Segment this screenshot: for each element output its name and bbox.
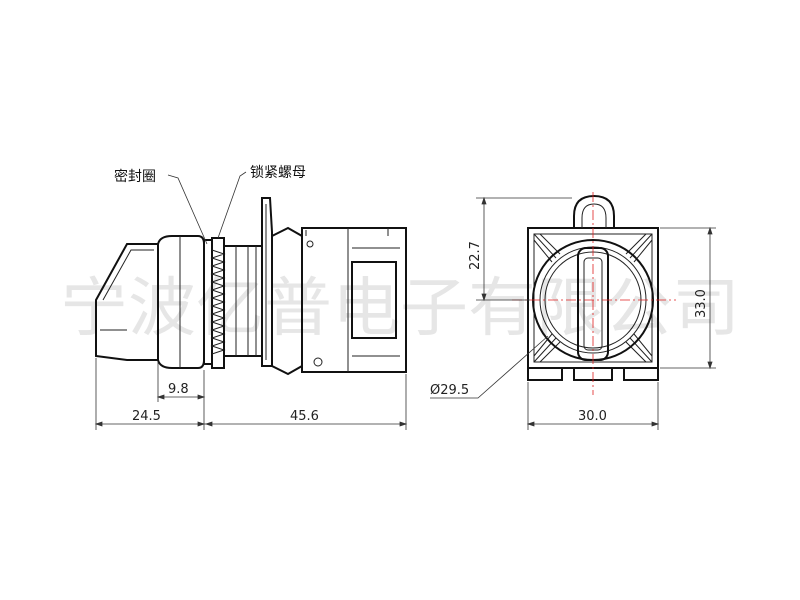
dimension-33-0 (707, 226, 713, 370)
dimension-30-0 (526, 421, 660, 427)
contact-block (271, 226, 407, 376)
seal-ring-leader (167, 174, 208, 245)
lock-nut-label: 锁紧螺母 (250, 165, 306, 181)
diameter-leader (430, 335, 549, 399)
dim-label-9-8: 9.8 (168, 382, 189, 397)
corner-bracing (533, 233, 653, 363)
dim-label-45-6: 45.6 (290, 409, 319, 424)
dim-label-30-0: 30.0 (578, 409, 607, 424)
seal-ring-label: 密封圈 (114, 168, 156, 185)
dimension-45-6 (204, 421, 408, 427)
front-view (430, 192, 716, 430)
dim-label-22-7: 22.7 (468, 241, 483, 270)
dimension-22-7 (481, 196, 487, 302)
dim-label-33-0: 33.0 (694, 289, 709, 318)
dimension-24-5 (94, 421, 206, 427)
side-view (94, 171, 408, 430)
lock-nut-leader (217, 171, 247, 239)
padlock-loop (573, 194, 615, 228)
dim-label-24-5: 24.5 (132, 409, 161, 424)
dim-label-diameter: Ø29.5 (430, 383, 469, 398)
front-view-extension-lines (476, 197, 716, 430)
side-view-extension-lines (95, 358, 407, 430)
dimension-9-8 (156, 394, 206, 400)
